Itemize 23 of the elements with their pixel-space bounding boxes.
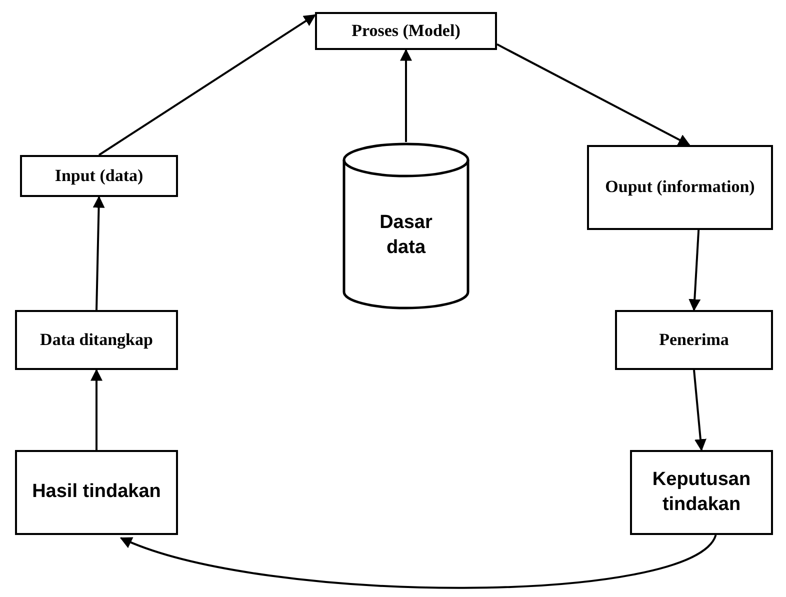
node-label: Data ditangkap	[40, 328, 153, 351]
arrow	[90, 368, 102, 450]
process-box	[587, 145, 773, 230]
process-box	[15, 450, 178, 535]
node-label: Penerima	[659, 328, 729, 351]
node-label: Hasil tindakan	[32, 480, 161, 504]
arrow	[688, 230, 701, 312]
process-box	[630, 450, 773, 535]
arrow	[496, 43, 690, 146]
arrow	[400, 48, 412, 142]
arrow	[92, 196, 105, 310]
arrow	[693, 370, 706, 452]
arrow	[120, 534, 717, 589]
node-label: Input (data)	[54, 164, 144, 187]
node-label: Ouput (information)	[605, 176, 755, 198]
arrow	[98, 14, 316, 156]
node-label: Keputusan tindakan	[651, 468, 752, 516]
process-box	[15, 310, 178, 370]
process-box	[20, 155, 178, 197]
node-label: Dasar data	[378, 211, 434, 260]
process-box	[615, 310, 773, 370]
node-label: Proses (Model)	[352, 20, 460, 42]
process-box	[315, 12, 497, 50]
